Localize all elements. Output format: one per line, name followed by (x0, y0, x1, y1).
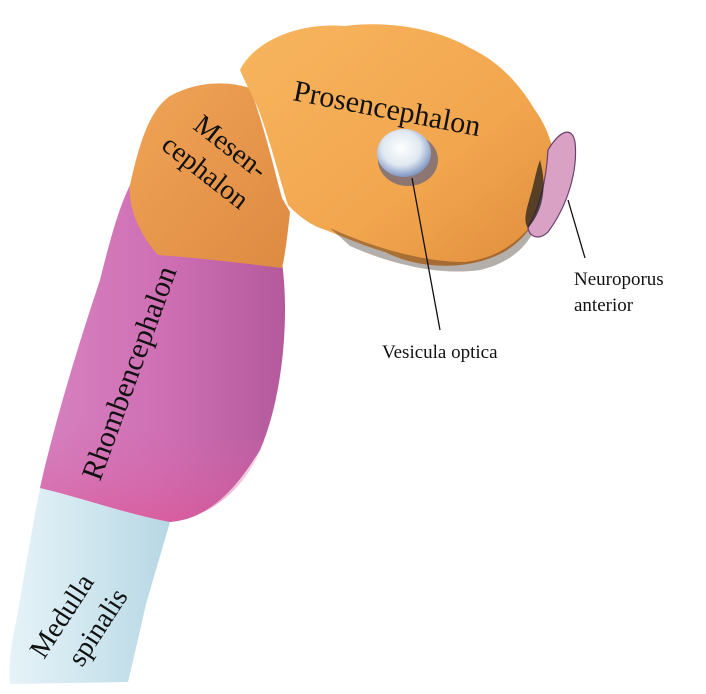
neuroporus-anterior-label-line2: anterior (574, 295, 634, 316)
neuroporus-leader-line (568, 200, 585, 258)
vesicula-optica (377, 129, 431, 177)
vesicula-optica-label: Vesicula optica (382, 342, 498, 363)
neuroporus-anterior-label-line1: Neuroporus (574, 269, 664, 290)
